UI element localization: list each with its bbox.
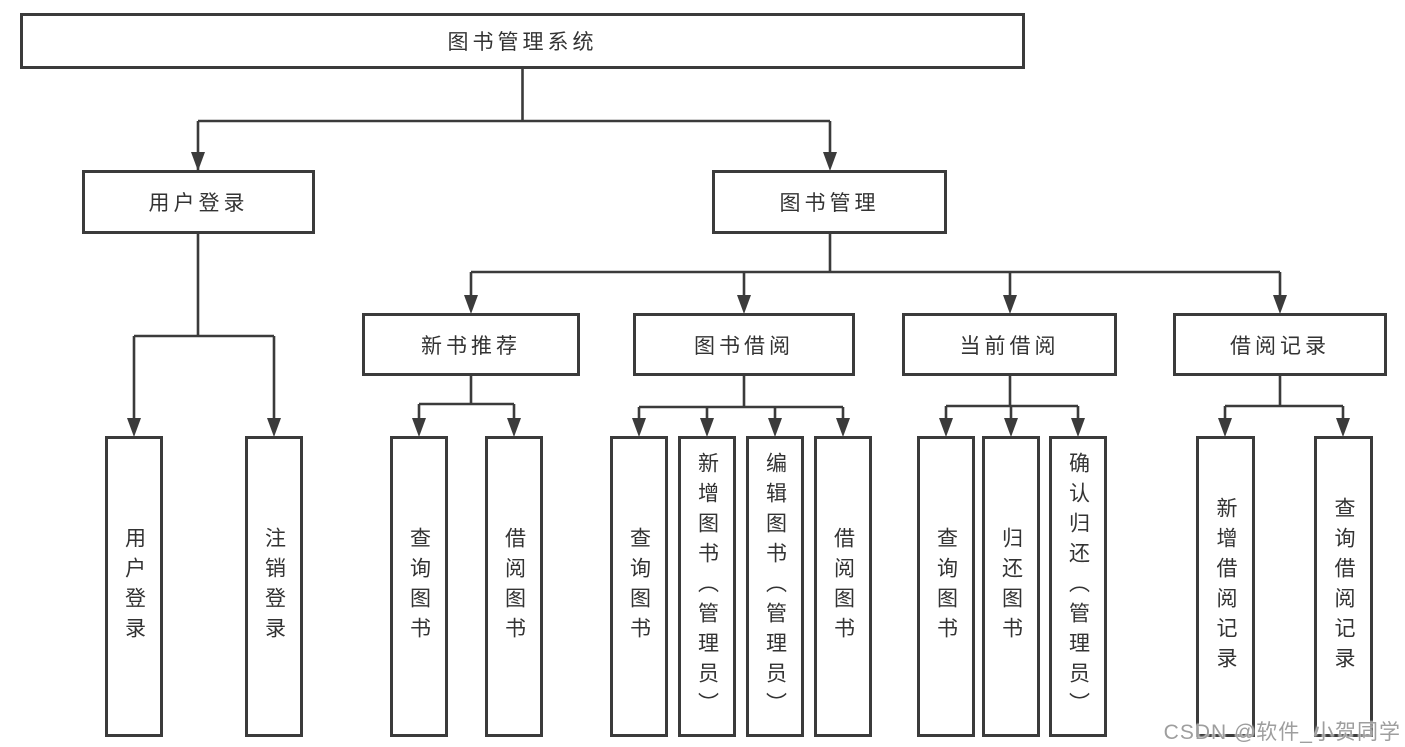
arrowhead [1003, 295, 1017, 314]
arrowhead [1004, 418, 1018, 437]
arrowhead [836, 418, 850, 437]
connector-current-borrowing-split [944, 376, 1080, 421]
arrowhead [700, 418, 714, 437]
arrowhead [1218, 418, 1232, 437]
connector-borrowing-records-split [1223, 376, 1345, 421]
leaf-br-add-record-label: 新增借阅记录 [1214, 496, 1237, 677]
node-root-label: 图书管理系统 [447, 31, 598, 54]
leaf-cb-confirm-return: 确认归还（管理员） [1049, 436, 1107, 737]
leaf-br-query-record: 查询借阅记录 [1314, 436, 1373, 737]
node-borrowing-records-label: 借阅记录 [1230, 334, 1330, 358]
leaf-br-query-record-label: 查询借阅记录 [1332, 496, 1355, 677]
node-book-borrowing-label: 图书借阅 [694, 334, 794, 358]
leaf-cb-query-books: 查询图书 [917, 436, 975, 737]
leaf-cb-return-books-label: 归还图书 [999, 526, 1023, 647]
node-root: 图书管理系统 [20, 13, 1025, 69]
connector-new-book-split [417, 376, 516, 421]
leaf-user-login: 用户登录 [105, 436, 163, 737]
arrowhead [464, 295, 478, 314]
leaf-nb-query-books-label: 查询图书 [407, 526, 431, 647]
node-user-login-label: 用户登录 [148, 192, 249, 215]
arrowhead [632, 418, 646, 437]
arrowhead [1273, 295, 1287, 314]
leaf-cb-return-books: 归还图书 [982, 436, 1040, 737]
node-current-borrowing: 当前借阅 [902, 313, 1117, 376]
connector-user-login-split [132, 233, 276, 421]
arrowhead [768, 418, 782, 437]
node-user-login: 用户登录 [82, 170, 315, 234]
leaf-bb-edit-books: 编辑图书（管理员） [746, 436, 804, 737]
arrowhead [1071, 418, 1085, 437]
arrowhead [507, 418, 521, 437]
arrowhead [1336, 418, 1350, 437]
leaf-bb-add-books: 新增图书（管理员） [678, 436, 736, 737]
node-borrowing-records: 借阅记录 [1173, 313, 1387, 376]
arrowhead [191, 152, 205, 171]
node-book-management: 图书管理 [712, 170, 947, 234]
leaf-logout-label: 注销登录 [262, 526, 286, 647]
connector-book-borrowing-split [637, 376, 845, 421]
arrowhead [412, 418, 426, 437]
leaf-br-add-record: 新增借阅记录 [1196, 436, 1255, 737]
arrowhead [127, 418, 141, 437]
leaf-bb-add-books-label: 新增图书（管理员） [695, 451, 719, 722]
node-new-book-recommend-label: 新书推荐 [421, 334, 521, 358]
arrowhead [823, 152, 837, 171]
arrowhead [737, 295, 751, 314]
leaf-bb-query-books: 查询图书 [610, 436, 668, 737]
connector-root-split [196, 69, 832, 421]
leaf-logout: 注销登录 [245, 436, 303, 737]
node-current-borrowing-label: 当前借阅 [959, 334, 1060, 358]
leaf-bb-borrow-books: 借阅图书 [814, 436, 872, 737]
leaf-bb-edit-books-label: 编辑图书（管理员） [763, 451, 787, 722]
leaf-cb-confirm-return-label: 确认归还（管理员） [1066, 451, 1090, 722]
arrowhead [267, 418, 281, 437]
node-new-book-recommend: 新书推荐 [362, 313, 580, 376]
csdn-watermark: CSDN @软件_小贺同学 [1163, 721, 1401, 744]
leaf-user-login-label: 用户登录 [122, 526, 146, 647]
leaf-nb-borrow-books-label: 借阅图书 [502, 526, 526, 647]
leaf-nb-borrow-books: 借阅图书 [485, 436, 543, 737]
leaf-bb-query-books-label: 查询图书 [627, 526, 651, 647]
arrowhead [939, 418, 953, 437]
connector-book-management-split [469, 233, 1282, 298]
leaf-nb-query-books: 查询图书 [390, 436, 448, 737]
node-book-management-label: 图书管理 [779, 192, 880, 215]
leaf-cb-query-books-label: 查询图书 [934, 526, 958, 647]
leaf-bb-borrow-books-label: 借阅图书 [831, 526, 855, 647]
node-book-borrowing: 图书借阅 [633, 313, 855, 376]
